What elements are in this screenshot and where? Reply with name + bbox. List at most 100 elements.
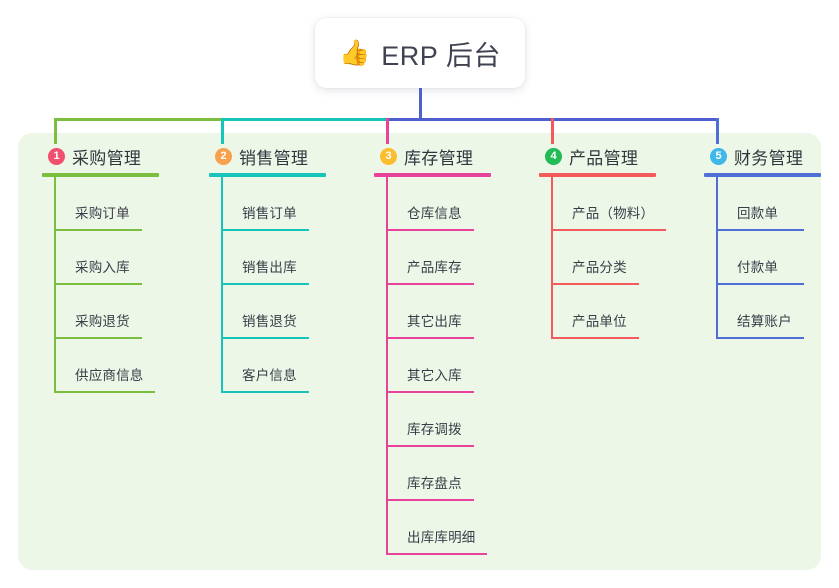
list-item-label: 出库库明细 xyxy=(407,530,476,545)
connector-root-stem xyxy=(419,88,422,118)
column-title-1: 采购管理 xyxy=(72,148,142,168)
list-item-label: 仓库信息 xyxy=(407,206,462,221)
list-item-label: 产品单位 xyxy=(572,314,627,329)
column-underline-3 xyxy=(374,173,491,177)
connector-branch-2-3 xyxy=(221,118,386,121)
list-item[interactable]: 库存盘点 xyxy=(386,447,482,501)
list-item[interactable]: 付款单 xyxy=(716,231,812,285)
root-node-label: ERP 后台 xyxy=(381,40,501,71)
column-title-4: 产品管理 xyxy=(569,148,639,168)
list-item-underline xyxy=(388,499,474,501)
column-header-1[interactable]: 1 采购管理 xyxy=(30,144,141,168)
list-item-label: 采购订单 xyxy=(75,206,130,221)
list-item-label: 库存盘点 xyxy=(407,476,462,491)
column-badge-2: 2 xyxy=(215,147,232,165)
column-header-4[interactable]: 4 产品管理 xyxy=(527,144,638,168)
list-item-underline xyxy=(388,283,474,285)
list-item[interactable]: 回款单 xyxy=(716,177,812,231)
list-item-underline xyxy=(718,283,804,285)
list-item-underline xyxy=(223,337,309,339)
list-item[interactable]: 产品（物料） xyxy=(551,177,674,231)
column-spine-1 xyxy=(54,177,56,393)
list-item-label: 采购退货 xyxy=(75,314,130,329)
list-item-underline xyxy=(223,229,309,231)
list-item[interactable]: 结算账户 xyxy=(716,285,812,339)
column-badge-4: 4 xyxy=(545,147,562,165)
list-item[interactable]: 采购订单 xyxy=(54,177,150,231)
list-item[interactable]: 供应商信息 xyxy=(54,339,163,393)
column-4: 4 产品管理产品（物料） 产品分类产品单位 xyxy=(527,144,666,339)
column-underline-5 xyxy=(704,173,821,177)
root-node-erp-backend[interactable]: 👍 ERP 后台 xyxy=(315,18,525,88)
column-spine-3 xyxy=(386,177,388,555)
column-badge-3: 3 xyxy=(380,147,397,165)
list-item-underline xyxy=(553,337,639,339)
list-item-label: 产品库存 xyxy=(407,260,462,275)
connector-drop-1 xyxy=(54,118,57,144)
list-item-underline xyxy=(388,553,487,555)
list-item-label: 产品分类 xyxy=(572,260,627,275)
list-item-label: 采购入库 xyxy=(75,260,130,275)
list-item[interactable]: 产品单位 xyxy=(551,285,647,339)
column-header-3[interactable]: 3 库存管理 xyxy=(362,144,473,168)
list-item[interactable]: 其它出库 xyxy=(386,285,482,339)
list-item-underline xyxy=(718,229,804,231)
connector-drop-5 xyxy=(716,118,719,144)
list-item[interactable]: 产品分类 xyxy=(551,231,647,285)
list-item[interactable]: 仓库信息 xyxy=(386,177,482,231)
column-underline-1 xyxy=(42,173,159,177)
list-item-label: 库存调拨 xyxy=(407,422,462,437)
list-item-label: 付款单 xyxy=(737,260,779,275)
list-item[interactable]: 销售出库 xyxy=(221,231,317,285)
column-spine-2 xyxy=(221,177,223,393)
list-item-label: 结算账户 xyxy=(737,314,792,329)
list-item-underline xyxy=(718,337,804,339)
list-item-underline xyxy=(388,337,474,339)
list-item[interactable]: 客户信息 xyxy=(221,339,317,393)
thumbs-up-icon: 👍 xyxy=(339,38,371,67)
list-item-label: 其它出库 xyxy=(407,314,462,329)
column-underline-2 xyxy=(209,173,326,177)
list-item-underline xyxy=(388,445,474,447)
column-title-5: 财务管理 xyxy=(734,148,804,168)
connector-branch-1-2 xyxy=(54,118,221,121)
list-item-underline xyxy=(56,337,142,339)
list-item-underline xyxy=(56,283,142,285)
list-item-label: 产品（物料） xyxy=(572,206,655,221)
list-item[interactable]: 其它入库 xyxy=(386,339,482,393)
list-item[interactable]: 采购退货 xyxy=(54,285,150,339)
list-item[interactable]: 销售退货 xyxy=(221,285,317,339)
list-item-underline xyxy=(388,229,474,231)
list-item-underline xyxy=(553,229,666,231)
list-item-underline xyxy=(223,391,309,393)
column-underline-4 xyxy=(539,173,656,177)
list-item-underline xyxy=(223,283,309,285)
list-item[interactable]: 库存调拨 xyxy=(386,393,482,447)
connector-drop-2 xyxy=(221,118,224,144)
column-badge-1: 1 xyxy=(48,147,65,165)
column-3: 3 库存管理仓库信息产品库存其它出库其它入库库存调拨库存盘点出库库明细 xyxy=(362,144,491,555)
connector-drop-4 xyxy=(551,118,554,144)
list-item-label: 回款单 xyxy=(737,206,779,221)
list-item[interactable]: 采购入库 xyxy=(54,231,150,285)
list-item-label: 销售出库 xyxy=(242,260,297,275)
list-item[interactable]: 销售订单 xyxy=(221,177,317,231)
column-title-2: 销售管理 xyxy=(239,148,309,168)
column-spine-4 xyxy=(551,177,553,339)
list-item-label: 其它入库 xyxy=(407,368,462,383)
list-item[interactable]: 产品库存 xyxy=(386,231,482,285)
list-item-label: 销售订单 xyxy=(242,206,297,221)
column-header-2[interactable]: 2 销售管理 xyxy=(197,144,308,168)
diagram-background-panel xyxy=(18,133,821,570)
list-item-underline xyxy=(388,391,474,393)
list-item-underline xyxy=(56,229,142,231)
list-item-label: 供应商信息 xyxy=(75,368,144,383)
list-item-underline xyxy=(56,391,155,393)
column-title-3: 库存管理 xyxy=(404,148,474,168)
list-item[interactable]: 出库库明细 xyxy=(386,501,495,555)
list-item-label: 销售退货 xyxy=(242,314,297,329)
list-item-underline xyxy=(553,283,639,285)
